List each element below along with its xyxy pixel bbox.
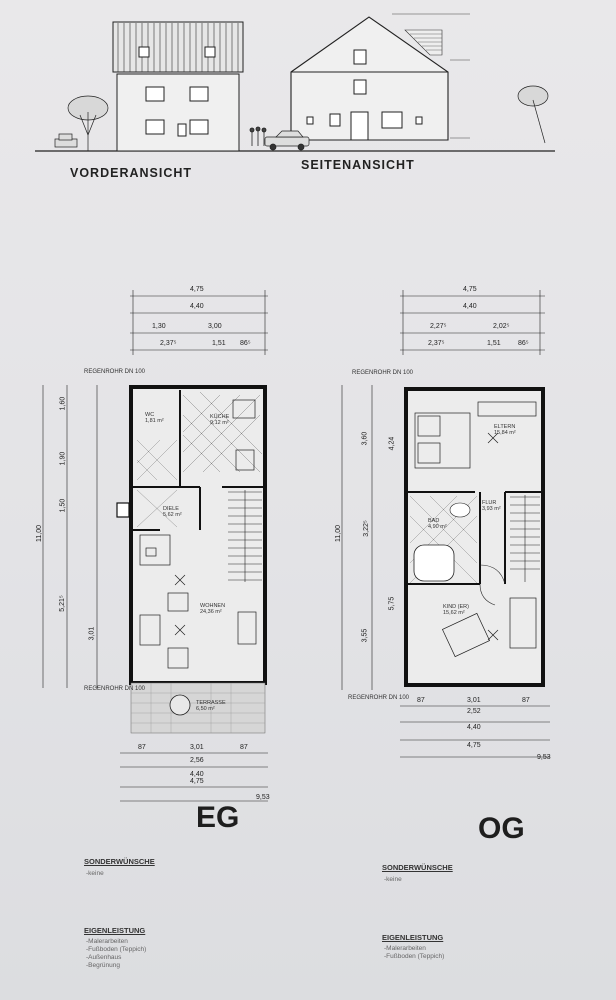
eg-bottom-inner: 4,40 (190, 771, 204, 778)
tree-right (517, 85, 549, 144)
eg-self-item-3: -Außenhaus (86, 954, 122, 961)
og-sub-e: 2,37⁵ (428, 340, 445, 347)
eg-bottom-a2: 87 (240, 744, 248, 751)
og-self-heading: EIGENLEISTUNG (382, 933, 444, 942)
eg-drain-top: REGENROHR DN 100 (84, 369, 146, 375)
eg-sub-g: 86⁵ (240, 340, 251, 347)
car-left (54, 133, 78, 148)
eg-sub-e: 2,37⁵ (160, 340, 177, 347)
eg-self-item-2: -Fußboden (Teppich) (86, 946, 147, 953)
og-inner-width: 4,40 (463, 303, 477, 310)
og-h4: 5,75 (388, 596, 396, 611)
eg-h4: 5,21⁵ (58, 595, 66, 612)
eg-h3: 1,50 (59, 498, 67, 513)
og-bottom-d: 2,52 (467, 708, 481, 715)
eg-floor-outline (116, 385, 267, 734)
eg-inner-width: 4,40 (190, 303, 204, 310)
people-group (249, 126, 267, 146)
front-view-label: VORDERANSICHT (70, 166, 193, 180)
og-bottom-inner: 4,40 (467, 724, 481, 731)
og-overall: 9,53 (537, 754, 551, 761)
eg-bottom-c: 2,56 (190, 757, 204, 764)
eg-length: 11,00 (36, 525, 43, 542)
eg-total-width: 4,75 (190, 286, 204, 293)
front-elevation-house (112, 21, 244, 152)
car-right (264, 130, 310, 151)
og-floor-label: OG (478, 812, 525, 845)
og-room-kind: KIND (ER)15,62 m² (443, 604, 469, 616)
og-floor-outline (404, 387, 545, 687)
eg-self-item-4: -Begrünung (86, 962, 120, 969)
eg-bottom-a: 87 (138, 744, 146, 751)
og-sub-c: 2,27⁵ (430, 323, 447, 330)
og-h2: 4,24 (388, 436, 396, 451)
eg-drain-bottom: REGENROHR DN 100 (84, 686, 146, 692)
og-self-item-1: -Malerarbeiten (384, 945, 426, 952)
side-view-label: SEITENANSICHT (301, 158, 415, 172)
og-dimension-lines (341, 290, 550, 758)
og-bottom-a: 87 (417, 697, 425, 704)
side-elevation-house (290, 13, 470, 141)
eg-sub-f: 1,51 (212, 340, 226, 347)
eg-h2: 1,90 (59, 451, 67, 466)
og-bottom-a2: 87 (522, 697, 530, 704)
eg-h1: 1,60 (59, 396, 67, 411)
eg-bottom-total: 4,75 (190, 778, 204, 785)
og-wishes-item: -keine (384, 876, 402, 883)
eg-overall: 9,53 (256, 794, 270, 801)
eg-sub-a: 1,30 (152, 323, 166, 330)
eg-dimension-lines (42, 290, 268, 802)
og-sub-d: 2,02⁵ (493, 323, 510, 330)
og-h5: 3,55 (361, 628, 369, 643)
og-drain-bottom: REGENROHR DN 100 (348, 695, 410, 701)
eg-floor-label: EG (196, 801, 240, 834)
eg-self-heading: EIGENLEISTUNG (84, 926, 146, 935)
og-h3: 3,22⁵ (362, 520, 370, 537)
og-self-item-2: -Fußboden (Teppich) (384, 953, 445, 960)
eg-h5: 3,01 (88, 626, 96, 641)
eg-self-item-1: -Malerarbeiten (86, 938, 128, 945)
og-drain-top: REGENROHR DN 100 (352, 370, 414, 376)
og-h1: 3,60 (361, 431, 369, 446)
eg-bottom-b: 3,01 (190, 744, 204, 751)
eg-wishes-item: -keine (86, 870, 104, 877)
og-sub-g: 86⁵ (518, 340, 529, 347)
og-bottom-total: 4,75 (467, 742, 481, 749)
eg-wishes-heading: SONDERWÜNSCHE (84, 857, 155, 866)
og-total-width: 4,75 (463, 286, 477, 293)
og-length: 11,00 (335, 525, 342, 542)
eg-sub-b: 3,00 (208, 323, 222, 330)
og-sub-f: 1,51 (487, 340, 501, 347)
og-wishes-heading: SONDERWÜNSCHE (382, 863, 453, 872)
og-bottom-b: 3,01 (467, 697, 481, 704)
tree-left (67, 95, 109, 151)
